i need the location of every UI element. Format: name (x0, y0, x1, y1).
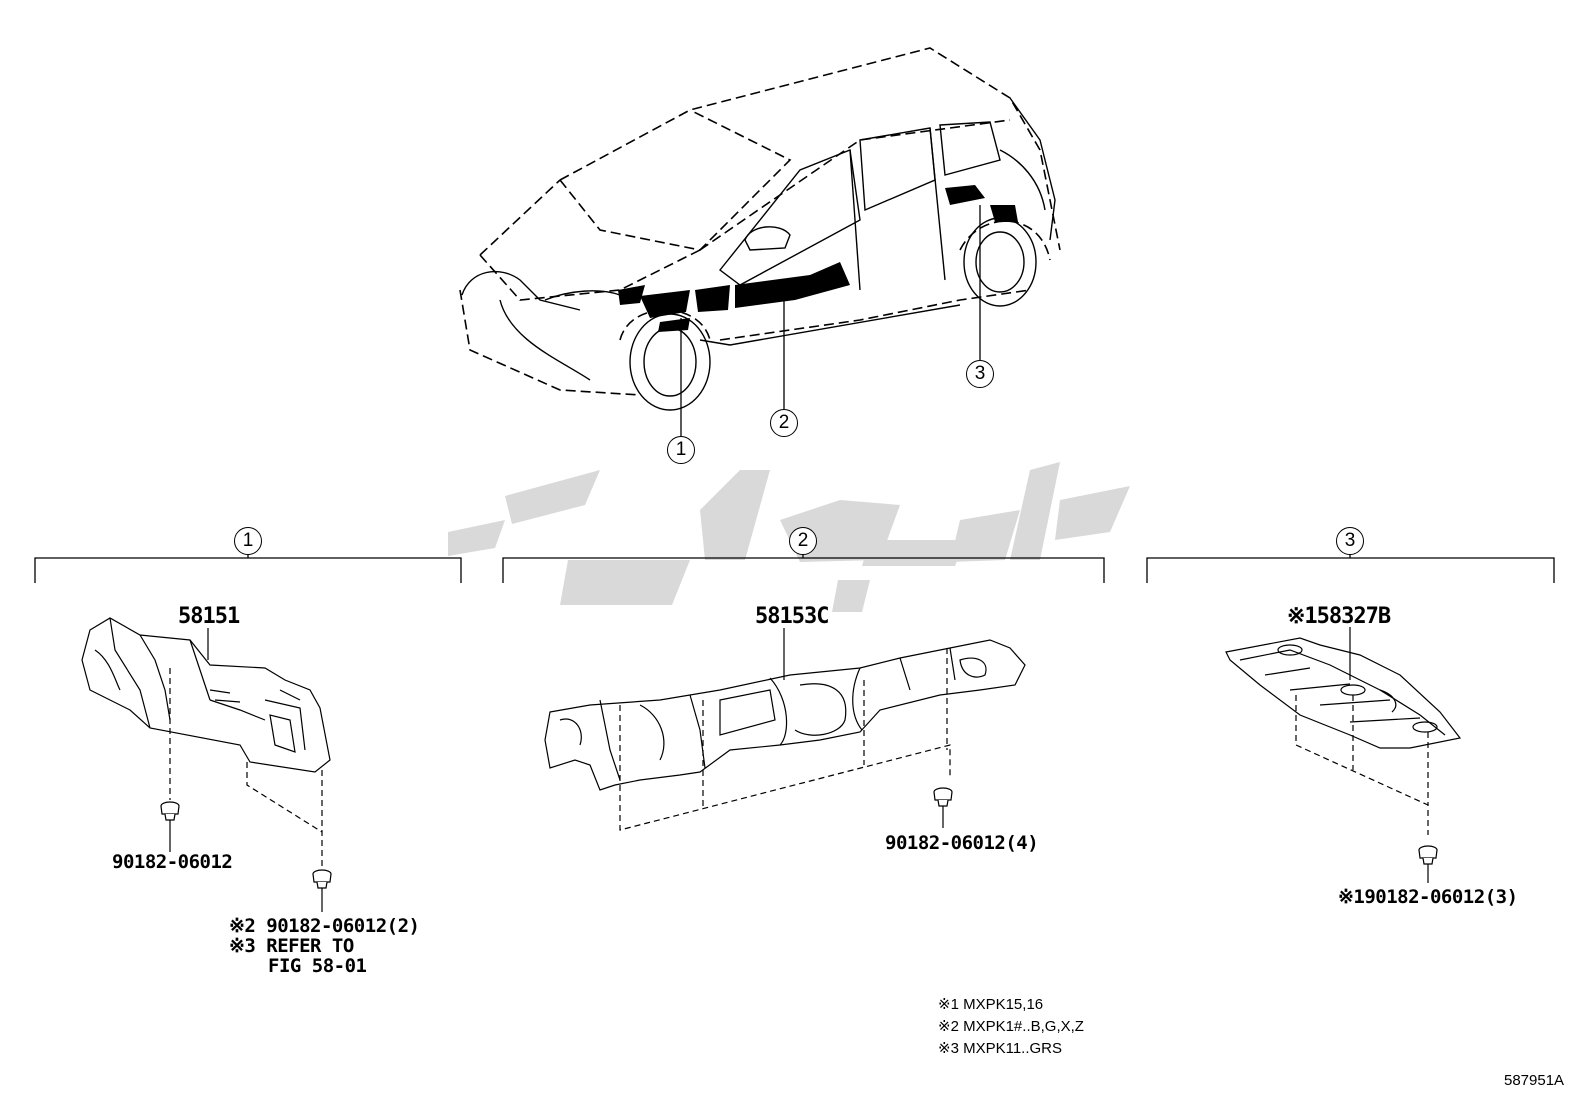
legend-line-2: ※2 MXPK1#..B,G,X,Z (938, 1018, 1084, 1035)
group-3-callout: 3 (1336, 527, 1364, 555)
fastener-label-group-2: 90182-06012(4) (885, 832, 1039, 854)
part-58151-drawing (81, 617, 331, 773)
watermark-logo (448, 462, 1130, 612)
insulator-highlights (618, 185, 1018, 332)
refer-note-line-2: FIG 58-01 (268, 955, 367, 977)
part-number-58153C: 58153C (755, 604, 829, 629)
group-1-callout: 1 (234, 527, 262, 555)
group-2-callout: 2 (789, 527, 817, 555)
callout-1-car: 1 (667, 436, 695, 464)
legend-line-1: ※1 MXPK15,16 (938, 996, 1044, 1013)
callout-2-car: 2 (770, 409, 798, 437)
part-58327B-drawing (1225, 637, 1462, 749)
refer-note-line-1: ※3 REFER TO (229, 935, 354, 957)
part-number-58327B: ※158327B (1287, 604, 1391, 629)
part-number-58151: 58151 (178, 604, 240, 629)
group-brackets (34, 543, 1555, 583)
part-58151-leaders (169, 628, 323, 912)
clip-fasteners (160, 787, 1438, 889)
part-58153C-leaders (619, 628, 951, 831)
fastener-label-group-3: ※190182-06012(3) (1338, 886, 1518, 908)
fastener-label-group-1: 90182-06012 (112, 851, 233, 873)
car-leader-lines (680, 205, 981, 436)
car-solid-lines (461, 97, 1056, 411)
part-58327B-leaders (1295, 627, 1429, 883)
part-58153C-drawing (544, 639, 1026, 791)
figure-code: 587951A (1504, 1072, 1565, 1089)
callout-3-car: 3 (966, 360, 994, 388)
legend-line-3: ※3 MXPK11..GRS (938, 1040, 1062, 1057)
car-illustration (459, 47, 1061, 396)
fastener-note-group-1: ※2 90182-06012(2) (229, 915, 420, 937)
